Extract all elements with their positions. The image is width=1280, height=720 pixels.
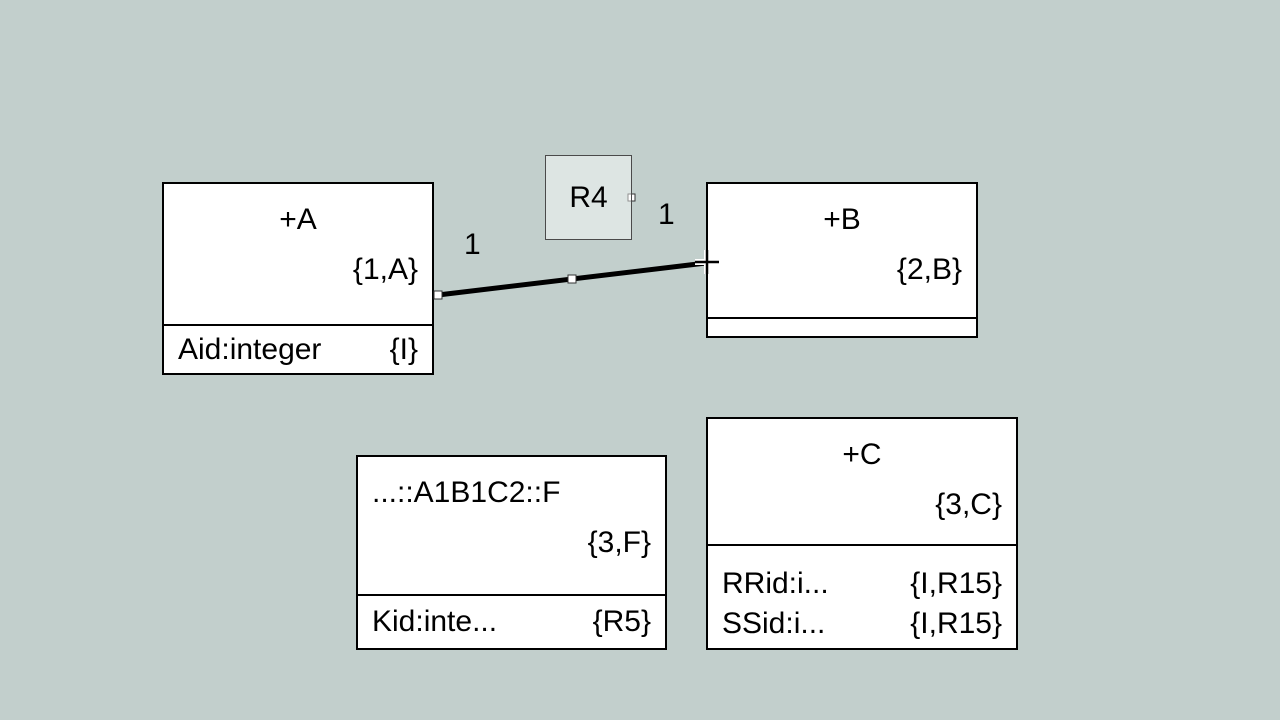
multiplicity-label-right[interactable]: 1 bbox=[658, 198, 675, 231]
class-box-F[interactable]: ...::A1B1C2::F {3,F} Kid:inte... {R5} bbox=[356, 455, 667, 650]
class-A-attributes: Aid:integer {I} bbox=[164, 324, 432, 373]
attribute-tag: {I,R15} bbox=[910, 567, 1002, 600]
class-B-header: +B {2,B} bbox=[708, 184, 976, 317]
attribute-row: RRid:i... {I,R15} bbox=[722, 564, 1002, 604]
class-A-key-letters: {1,A} bbox=[352, 253, 418, 286]
class-C-header: +C {3,C} bbox=[708, 419, 1016, 544]
attribute-row: Kid:inte... {R5} bbox=[372, 602, 651, 642]
selection-handle-line-start[interactable] bbox=[433, 290, 443, 300]
attribute-tag: {I} bbox=[389, 332, 418, 366]
attribute-row: Aid:integer {I} bbox=[178, 330, 418, 370]
association-R4-line[interactable] bbox=[437, 260, 707, 298]
attribute-row: SSid:i... {I,R15} bbox=[722, 604, 1002, 644]
attribute-tag: {I,R15} bbox=[910, 607, 1002, 640]
attribute-name: SSid:i... bbox=[722, 607, 826, 640]
class-B-attributes bbox=[708, 317, 976, 336]
attribute-name: Kid:inte... bbox=[372, 605, 498, 638]
class-B-name: +B bbox=[823, 203, 861, 236]
class-A-name: +A bbox=[279, 203, 317, 236]
class-F-attributes: Kid:inte... {R5} bbox=[358, 594, 665, 648]
class-box-A[interactable]: +A {1,A} Aid:integer {I} bbox=[162, 182, 434, 375]
class-F-key-letters: {3,F} bbox=[587, 526, 651, 559]
selection-handle-line-middle[interactable] bbox=[567, 274, 577, 284]
class-C-attributes: RRid:i... {I,R15} SSid:i... {I,R15} bbox=[708, 544, 1016, 648]
class-A-header: +A {1,A} bbox=[164, 184, 432, 324]
attribute-tag: {R5} bbox=[592, 605, 651, 638]
class-F-name: ...::A1B1C2::F bbox=[372, 476, 561, 509]
class-box-C[interactable]: +C {3,C} RRid:i... {I,R15} SSid:i... {I,… bbox=[706, 417, 1018, 650]
class-F-header: ...::A1B1C2::F {3,F} bbox=[358, 457, 665, 594]
class-C-name: +C bbox=[842, 438, 882, 471]
association-label-box[interactable]: R4 bbox=[545, 155, 632, 240]
association-name: R4 bbox=[569, 180, 608, 214]
attribute-name: RRid:i... bbox=[722, 567, 829, 600]
class-C-key-letters: {3,C} bbox=[935, 488, 1002, 521]
attribute-name: Aid:integer bbox=[178, 332, 322, 366]
class-box-B[interactable]: +B {2,B} bbox=[706, 182, 978, 338]
class-B-key-letters: {2,B} bbox=[896, 253, 962, 286]
multiplicity-label-left[interactable]: 1 bbox=[464, 228, 481, 261]
